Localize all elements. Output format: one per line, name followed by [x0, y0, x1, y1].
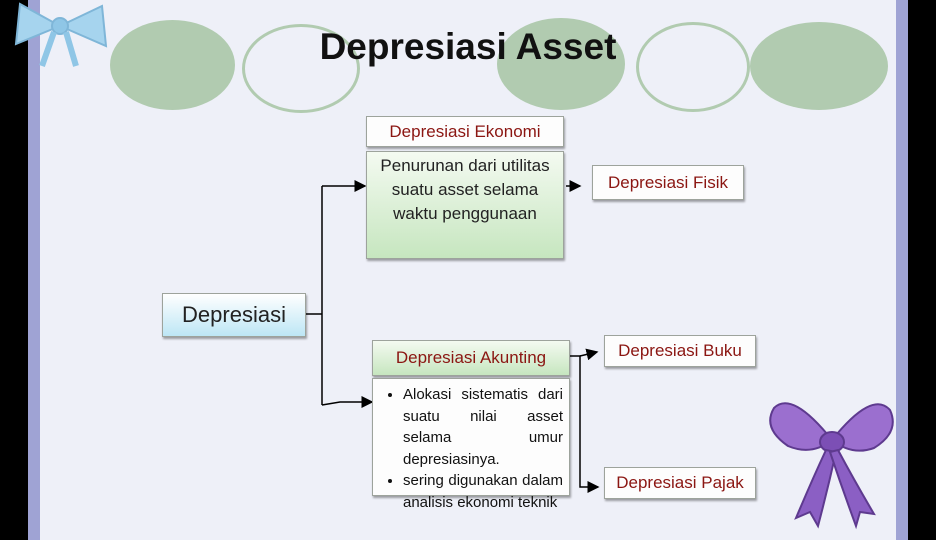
page-title: Depresiasi Asset	[319, 26, 617, 67]
tax-depreciation-node: Depresiasi Pajak	[604, 467, 756, 499]
physical-depreciation-node: Depresiasi Fisik	[592, 165, 744, 200]
decorative-oval	[110, 20, 235, 110]
left-border-stripe	[28, 0, 40, 540]
book-depreciation-node: Depresiasi Buku	[604, 335, 756, 367]
accounting-depreciation-heading: Depresiasi Akunting	[372, 340, 570, 376]
bow-ribbon-purple-icon	[769, 402, 894, 530]
list-item: Alokasi sistematis dari suatu nilai asse…	[403, 384, 563, 470]
list-item: sering digunakan dalam analisis ekonomi …	[403, 470, 563, 513]
economic-depreciation-heading: Depresiasi Ekonomi	[366, 116, 564, 147]
decorative-oval	[636, 22, 750, 112]
right-border-stripe	[896, 0, 908, 540]
decorative-oval	[497, 18, 625, 110]
bow-ribbon-blue-icon	[14, 2, 108, 67]
accounting-bullet-list: Alokasi sistematis dari suatu nilai asse…	[373, 379, 569, 513]
depresiasi-root-node: Depresiasi	[162, 293, 306, 337]
decorative-oval	[242, 24, 360, 113]
accounting-depreciation-description: Alokasi sistematis dari suatu nilai asse…	[372, 378, 570, 511]
economic-depreciation-description: Penurunan dari utilitas suatu asset sela…	[366, 151, 564, 259]
decorative-oval	[750, 22, 888, 110]
